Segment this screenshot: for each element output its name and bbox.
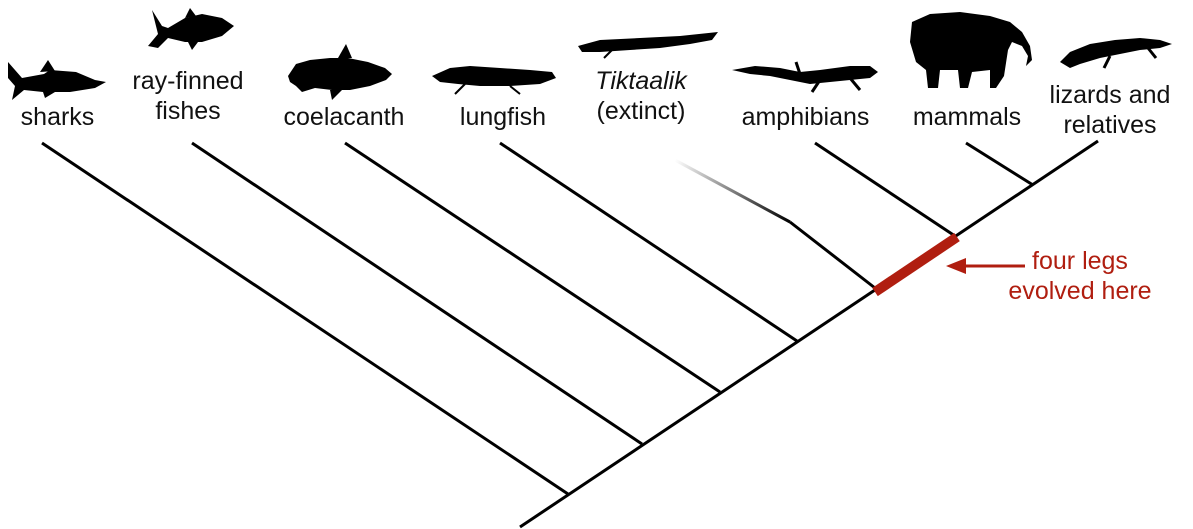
taxon-label-lizards-and-relatives: lizards and relatives — [1035, 80, 1185, 140]
taxon-label-tiktaalik: Tiktaalik (extinct) — [580, 66, 702, 126]
lizard-icon — [1060, 38, 1172, 68]
branch-coelacanth — [345, 143, 720, 392]
taxon-label-amphibians: amphibians — [728, 102, 883, 132]
branch-tiktaalik-fading — [675, 160, 790, 222]
amphibian-icon — [732, 62, 878, 92]
taxon-label-sharks: sharks — [10, 102, 105, 132]
tiktaalik-icon — [578, 32, 718, 58]
taxon-label-lungfish: lungfish — [448, 102, 558, 132]
four-legs-highlight — [875, 237, 957, 292]
taxon-label-mammals: mammals — [902, 102, 1032, 132]
taxon-label-coelacanth: coelacanth — [270, 102, 418, 132]
taxon-label-ray-finned-fishes: ray-finned fishes — [118, 66, 258, 126]
ray-finned-fish-icon — [148, 8, 234, 50]
branch-amphibians — [815, 143, 955, 236]
coelacanth-icon — [288, 44, 392, 100]
branch-mammals — [966, 143, 1033, 185]
lungfish-icon — [432, 66, 556, 94]
branch-tiktaalik — [790, 222, 875, 288]
shark-icon — [8, 60, 106, 100]
four-legs-annotation: four legs evolved here — [980, 246, 1180, 306]
branch-lungfish — [500, 143, 797, 341]
branch-ray-finned-fishes — [192, 143, 642, 444]
elephant-icon — [910, 12, 1032, 88]
branch-sharks — [42, 143, 568, 494]
trunk-branch — [520, 141, 1098, 527]
